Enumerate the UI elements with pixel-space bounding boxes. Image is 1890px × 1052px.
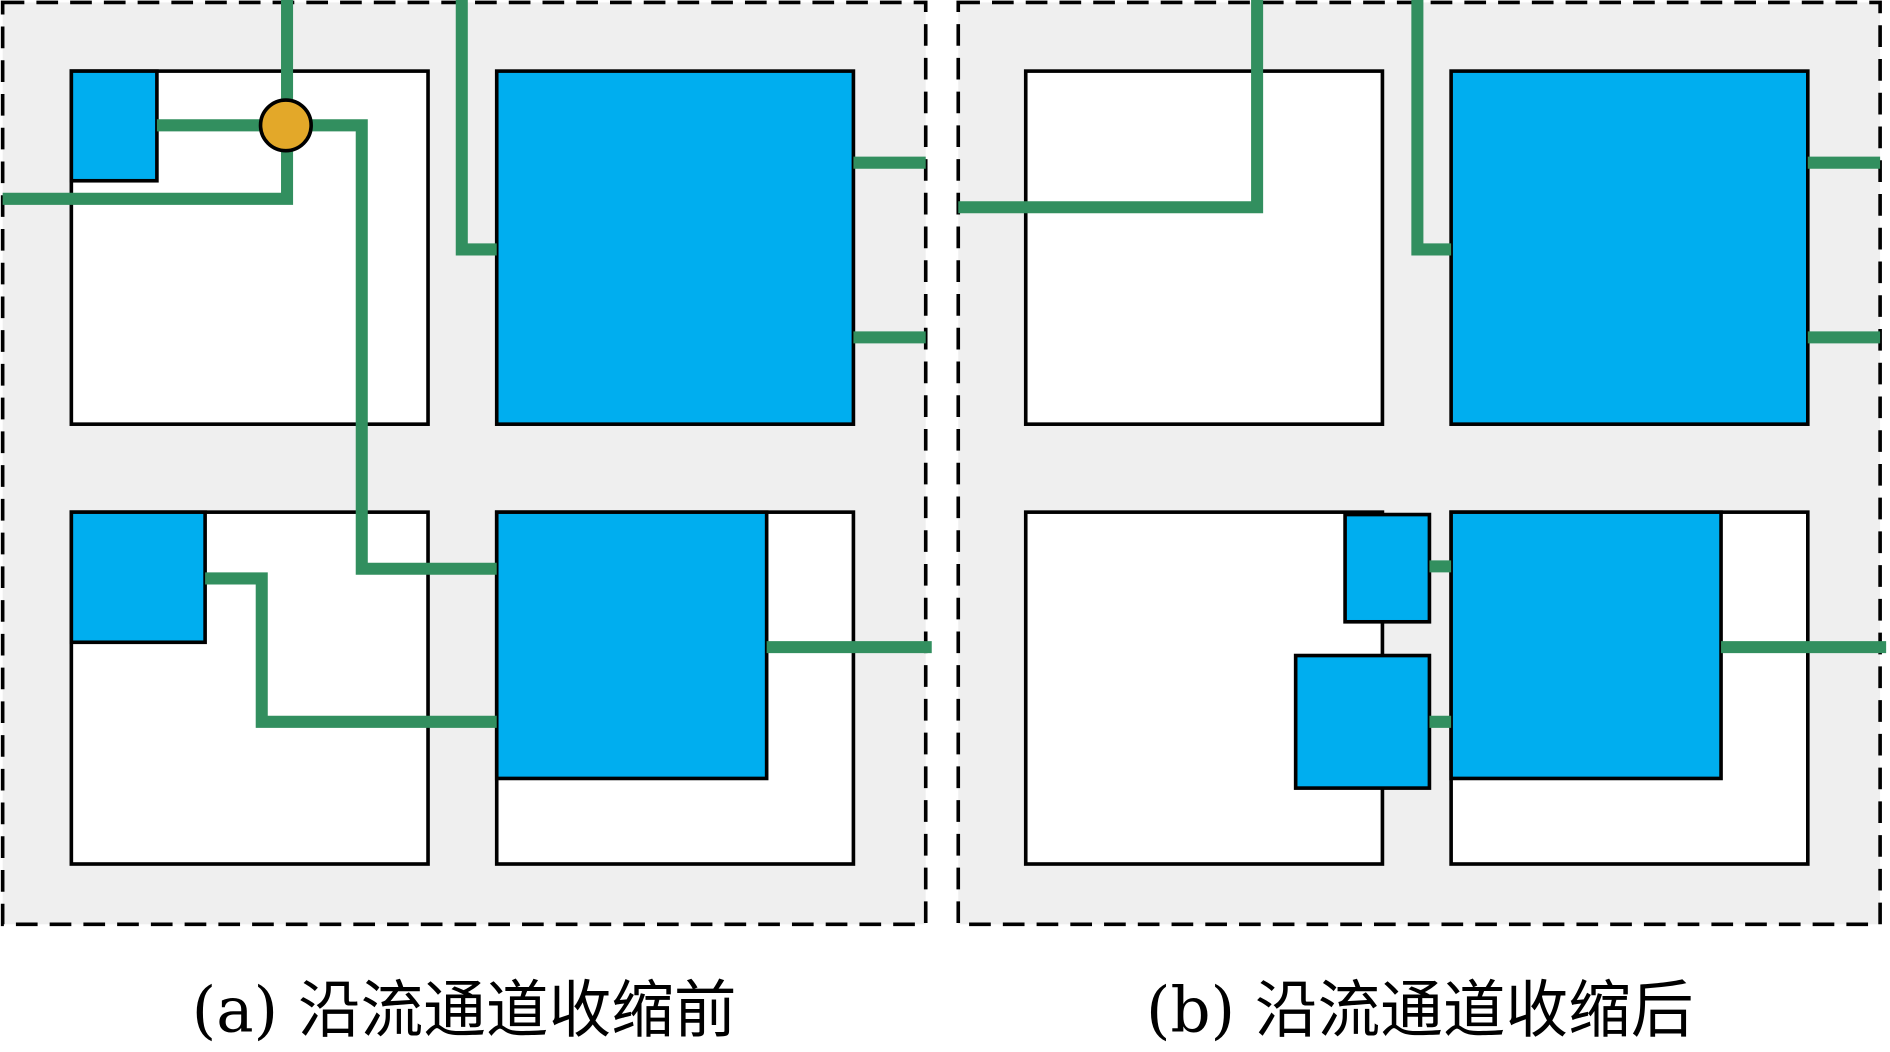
panel-b-module-bottom-right [1449, 510, 1723, 781]
panel-b-module-relocated-1 [1343, 512, 1432, 624]
panel-a-wire-top-to-top-right [455, 0, 497, 256]
caption-b: (b) 沿流通道收缩后 [1146, 974, 1694, 1047]
panel-b-module-relocated-2 [1293, 653, 1432, 790]
panel-a-wire-bottom-left-to-bottom-right [205, 572, 497, 728]
panel-a-module-bottom-right [494, 510, 769, 781]
panel-b [956, 0, 1887, 927]
panel-a-module-small-bottom-left [69, 510, 207, 645]
panel-a-module-top-right [494, 69, 856, 426]
caption-a: (a) 沿流通道收缩前 [192, 974, 737, 1047]
panel-b-block-top-left [1023, 69, 1385, 426]
panel-b-wire-top-to-top-right [1411, 0, 1452, 256]
panel-a-wire-left-input [2, 0, 294, 205]
panel-a [0, 0, 932, 927]
panel-b-wire-left-input [958, 0, 1264, 214]
panel-a-buffer-node [258, 98, 313, 153]
panel-a-module-small-top-left [69, 69, 159, 183]
panel-b-module-top-right [1449, 69, 1810, 426]
